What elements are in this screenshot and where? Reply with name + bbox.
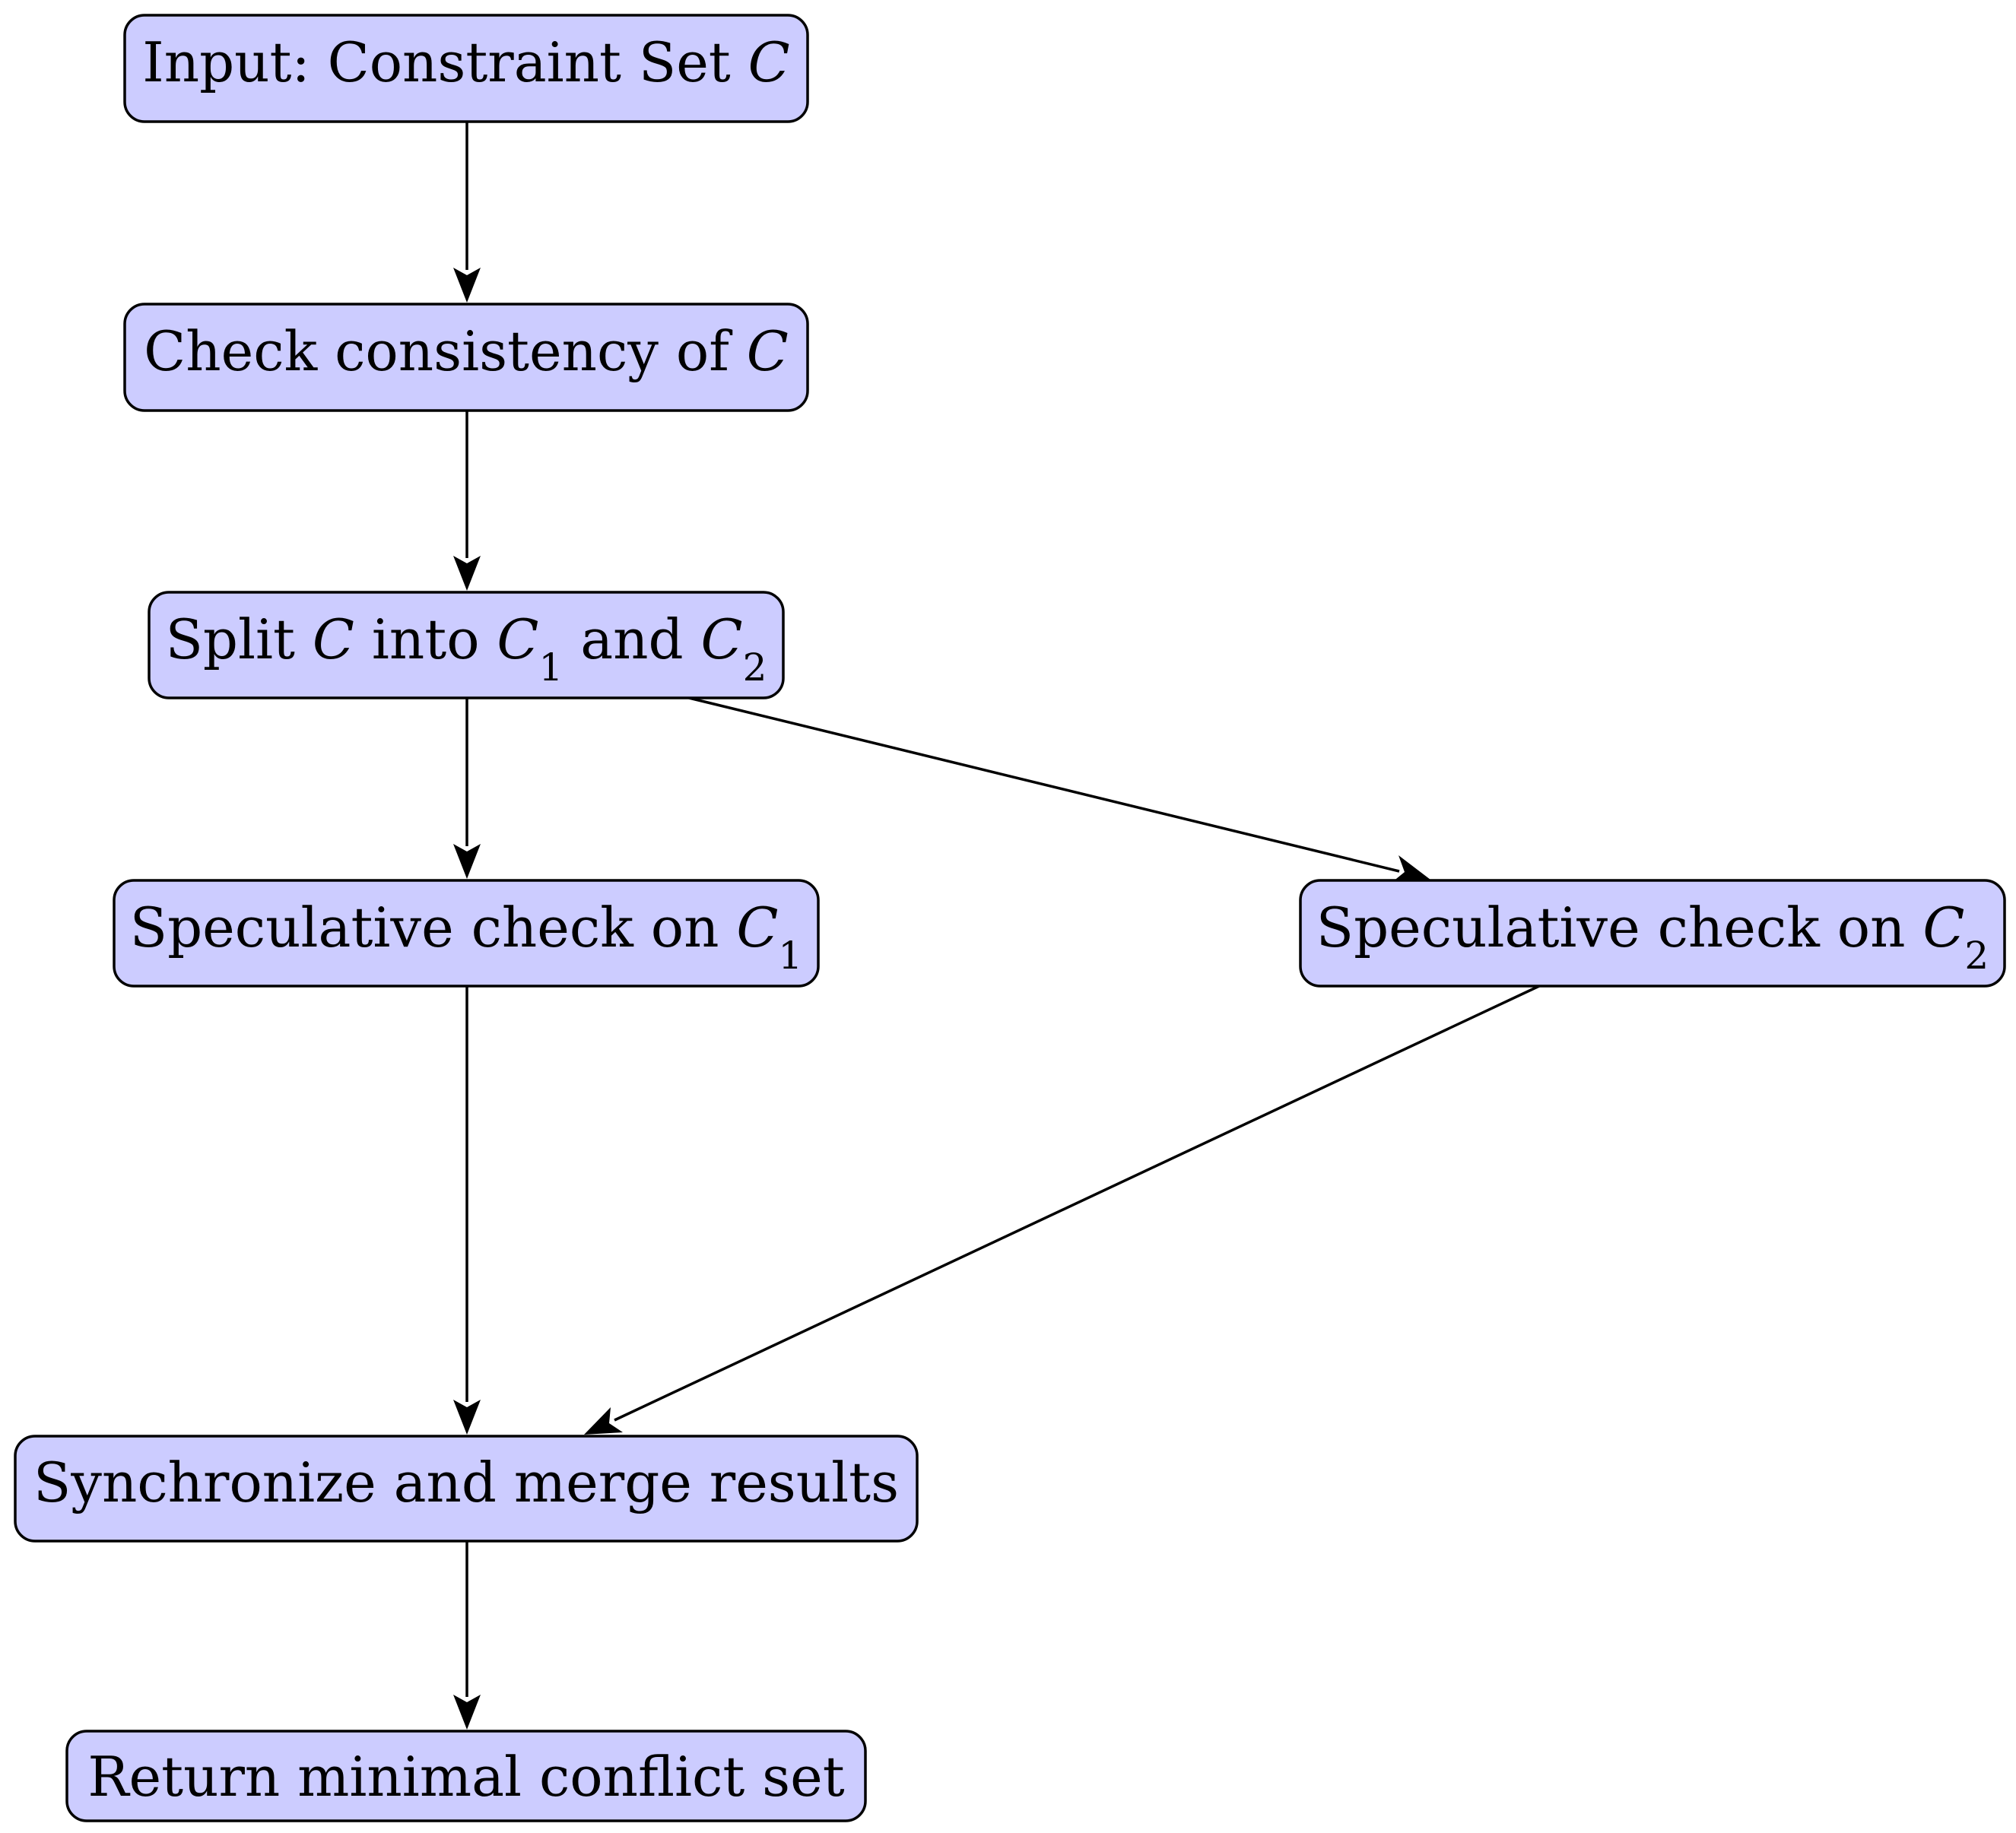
node-spec2: Speculative check on C2 [1299, 879, 2006, 988]
node-split: Split C into C1 and C2 [148, 591, 785, 699]
arrowhead [453, 1695, 481, 1730]
edge-split-to-spec2 [688, 696, 1430, 882]
node-return: Return minimal conflict set [65, 1730, 867, 1822]
arrowhead [453, 556, 481, 591]
node-spec1: Speculative check on C1 [113, 879, 820, 988]
node-return-label: Return minimal conflict set [87, 1745, 844, 1809]
arrowhead [1392, 855, 1430, 882]
edge-check-to-split [453, 411, 481, 591]
node-check-label: Check consistency of C [144, 319, 789, 383]
node-sync-label: Synchronize and merge results [33, 1451, 899, 1514]
node-input: Input: Constraint Set C [123, 14, 809, 123]
edge-split-to-spec1 [453, 698, 481, 879]
edge-input-to-check [453, 122, 481, 303]
edge-spec1-to-sync [453, 986, 481, 1435]
node-check: Check consistency of C [123, 303, 809, 412]
node-spec2-label: Speculative check on C2 [1316, 896, 1989, 978]
arrowhead [584, 1407, 623, 1435]
node-input-label: Input: Constraint Set C [142, 30, 789, 94]
arrowhead [453, 268, 481, 303]
arrowhead [453, 844, 481, 879]
arrowhead [453, 1400, 481, 1435]
node-sync: Synchronize and merge results [14, 1435, 919, 1543]
node-spec1-label: Speculative check on C1 [130, 896, 802, 978]
edge-sync-to-return [453, 1541, 481, 1730]
node-split-label: Split C into C1 and C2 [166, 607, 767, 690]
edge-spec2-to-sync [584, 985, 1540, 1435]
